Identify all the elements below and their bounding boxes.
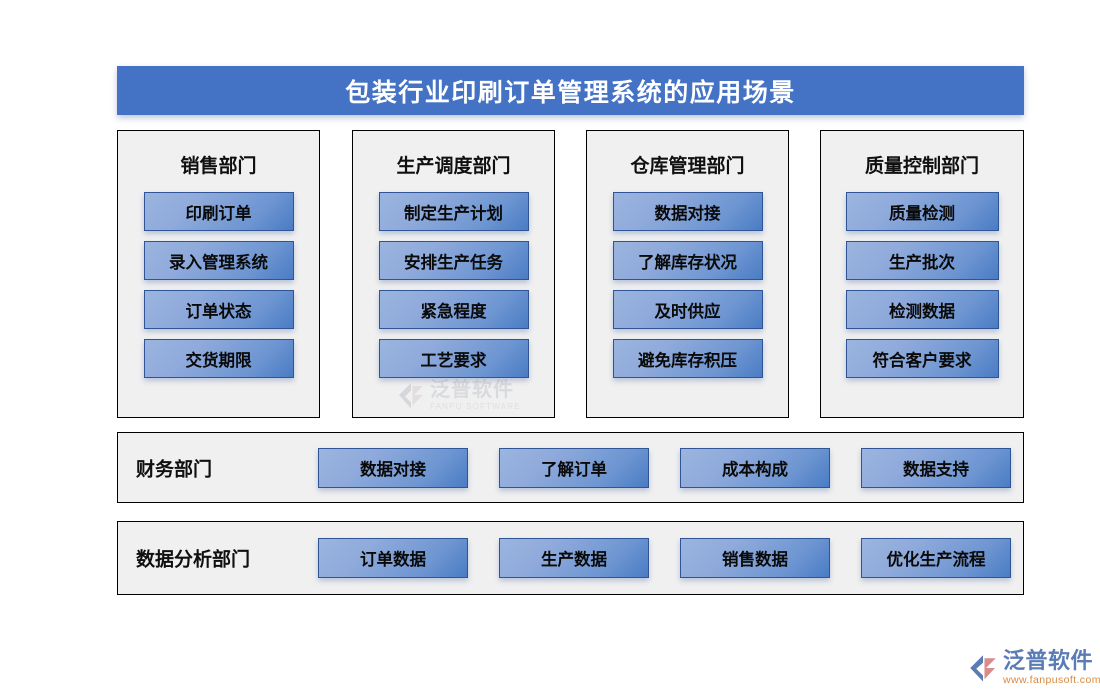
department-item-chip[interactable]: 数据对接: [318, 447, 468, 488]
department-item-chip[interactable]: 符合客户要求: [845, 339, 999, 378]
department-panel-sales: 销售部门 印刷订单 录入管理系统 订单状态 交货期限: [117, 130, 320, 418]
department-item-chip[interactable]: 了解库存状况: [612, 241, 763, 280]
department-item-chip[interactable]: 印刷订单: [143, 192, 294, 231]
department-item-chip[interactable]: 制定生产计划: [378, 192, 529, 231]
fanpu-logo-icon: [970, 655, 996, 682]
department-item-chip[interactable]: 订单数据: [318, 538, 468, 578]
department-row-label: 财务部门: [136, 459, 213, 480]
department-item-chip[interactable]: 交货期限: [143, 339, 294, 378]
department-item-chip[interactable]: 成本构成: [680, 447, 830, 488]
department-title: 销售部门: [180, 156, 257, 177]
department-row-data-analysis: 数据分析部门 订单数据 生产数据 销售数据 优化生产流程: [117, 521, 1024, 595]
brand-logo: 泛普软件 www.fanpusoft.com: [968, 650, 1100, 686]
department-row-label: 数据分析部门: [136, 549, 251, 571]
department-title: 质量控制部门: [864, 156, 979, 177]
department-item-list: 质量检测 生产批次 检测数据 符合客户要求: [821, 192, 1023, 378]
department-panel-quality-control: 质量控制部门 质量检测 生产批次 检测数据 符合客户要求: [820, 130, 1024, 418]
department-item-chip[interactable]: 检测数据: [845, 290, 999, 329]
department-panel-warehouse: 仓库管理部门 数据对接 了解库存状况 及时供应 避免库存积压: [586, 130, 789, 418]
department-item-chip[interactable]: 工艺要求: [378, 339, 529, 378]
brand-url: www.fanpusoft.com: [1003, 674, 1100, 686]
department-row-item-list: 数据对接 了解订单 成本构成 数据支持: [318, 447, 1011, 488]
department-title: 仓库管理部门: [630, 156, 745, 177]
department-item-chip[interactable]: 订单状态: [143, 290, 294, 329]
department-item-chip[interactable]: 数据支持: [861, 447, 1011, 488]
department-item-chip[interactable]: 安排生产任务: [378, 241, 529, 280]
department-item-chip[interactable]: 质量检测: [845, 192, 999, 231]
department-item-chip[interactable]: 优化生产流程: [861, 538, 1011, 578]
page-title: 包装行业印刷订单管理系统的应用场景: [345, 78, 796, 107]
brand-name: 泛普软件: [1003, 648, 1094, 673]
department-row-finance: 财务部门 数据对接 了解订单 成本构成 数据支持: [117, 432, 1024, 503]
page-title-banner: 包装行业印刷订单管理系统的应用场景: [117, 66, 1024, 115]
department-item-chip[interactable]: 录入管理系统: [143, 241, 294, 280]
department-item-chip[interactable]: 了解订单: [499, 447, 649, 488]
department-item-chip[interactable]: 紧急程度: [378, 290, 529, 329]
department-item-list: 制定生产计划 安排生产任务 紧急程度 工艺要求: [353, 192, 554, 378]
department-item-chip[interactable]: 销售数据: [680, 538, 830, 578]
department-panel-production-scheduling: 生产调度部门 制定生产计划 安排生产任务 紧急程度 工艺要求: [352, 130, 555, 418]
department-item-chip[interactable]: 避免库存积压: [612, 339, 763, 378]
department-item-chip[interactable]: 生产批次: [845, 241, 999, 280]
department-title: 生产调度部门: [396, 156, 511, 177]
department-item-chip[interactable]: 及时供应: [612, 290, 763, 329]
department-item-chip[interactable]: 数据对接: [612, 192, 763, 231]
department-item-list: 数据对接 了解库存状况 及时供应 避免库存积压: [587, 192, 788, 378]
department-item-list: 印刷订单 录入管理系统 订单状态 交货期限: [118, 192, 319, 378]
department-item-chip[interactable]: 生产数据: [499, 538, 649, 578]
department-row-item-list: 订单数据 生产数据 销售数据 优化生产流程: [318, 538, 1011, 578]
